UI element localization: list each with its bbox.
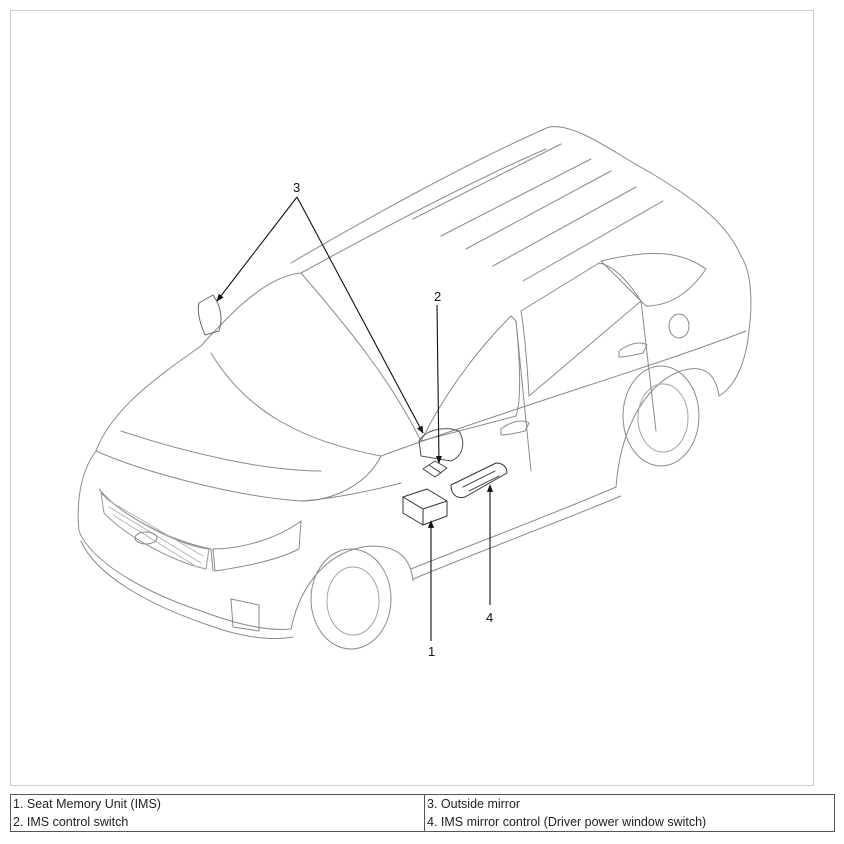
- legend-row: 2. IMS control switch 4. IMS mirror cont…: [10, 813, 835, 832]
- leader-lines: [216, 196, 494, 641]
- callout-1: 1: [428, 644, 435, 659]
- figure-frame: 3 2 1 4: [10, 10, 814, 786]
- leader-3a: [216, 196, 298, 302]
- legend-row: 1. Seat Memory Unit (IMS) 3. Outside mir…: [10, 794, 835, 813]
- legend-item-1: 1. Seat Memory Unit (IMS): [10, 794, 425, 813]
- legend-table: 1. Seat Memory Unit (IMS) 3. Outside mir…: [10, 794, 835, 832]
- callout-3: 3: [293, 180, 300, 195]
- vehicle-outline: [77, 126, 752, 650]
- legend-item-4: 4. IMS mirror control (Driver power wind…: [427, 815, 707, 829]
- legend-item-2: 2. IMS control switch: [10, 813, 425, 832]
- legend-item-3: 3. Outside mirror: [427, 797, 521, 811]
- leader-3b: [296, 196, 424, 434]
- callout-4: 4: [486, 610, 493, 625]
- callout-2: 2: [434, 289, 441, 304]
- leader-2: [435, 304, 442, 464]
- car-diagram: 3 2 1 4: [77, 126, 752, 659]
